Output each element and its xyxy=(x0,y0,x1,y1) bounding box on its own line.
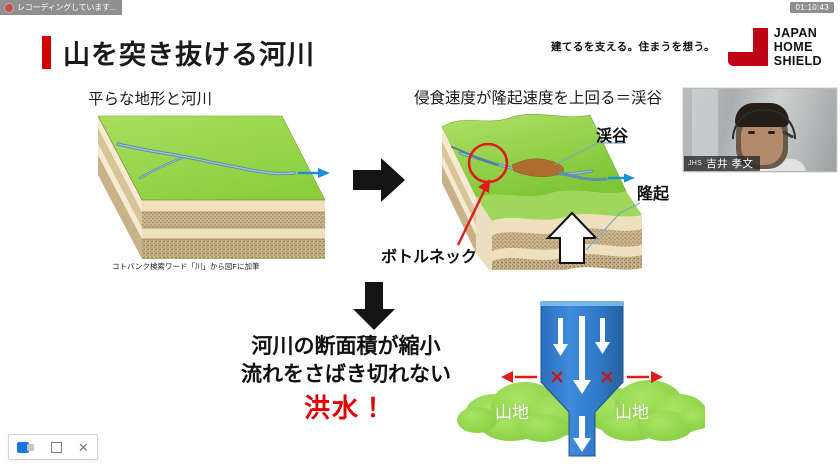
left-figure-source-note: コトバンク検索ワード「川」から図Fに加筆 xyxy=(112,262,260,271)
valley-leader-line xyxy=(553,142,599,166)
jhs-logo-icon xyxy=(727,28,768,66)
flow-arrow-icon-right xyxy=(608,173,635,183)
brand-logo: JAPAN HOME SHIELD xyxy=(727,26,822,68)
conclusion-line-1: 河川の断面積が縮小 xyxy=(251,335,441,358)
stop-square-icon[interactable] xyxy=(50,441,62,453)
recording-indicator: レコーディングしています... xyxy=(0,0,122,15)
camera-icon[interactable] xyxy=(17,441,35,453)
annotation-valley: 渓谷 xyxy=(596,128,629,145)
conclusion-message: 河川の断面積が縮小 流れをさばき切れない 洪水！ xyxy=(226,333,466,425)
page-title: 山を突き抜ける河川 xyxy=(42,33,315,72)
overflow-arrow-right xyxy=(627,371,663,383)
left-figure-caption: 平らな地形と河川 xyxy=(88,91,213,108)
participant-name-badge: JHS 吉井 孝文 xyxy=(684,156,760,171)
bottleneck-pointer-arrow xyxy=(456,179,490,246)
brand-tagline: 建てるを支える。住まうを想う。 xyxy=(550,41,715,53)
funnel-diagram: 山地 山地 xyxy=(455,288,705,468)
participant-eye-right xyxy=(768,131,775,134)
record-dot-icon xyxy=(4,2,14,13)
blocked-marks xyxy=(551,371,613,383)
overflow-arrow-left xyxy=(501,371,537,383)
title-text: 山を突き抜ける河川 xyxy=(63,40,315,70)
participant-org: JHS xyxy=(688,160,703,167)
uplift-leader-line xyxy=(585,212,621,251)
mountain-cloud-left xyxy=(457,382,585,442)
participant-name: 吉井 孝文 xyxy=(706,158,754,170)
right-figure-caption: 侵食速度が隆起速度を上回る＝渓谷 xyxy=(414,90,663,107)
uplift-arrow-icon xyxy=(545,211,599,264)
meeting-toolbar[interactable]: ✕ xyxy=(8,434,98,460)
logo-line-2: HOME xyxy=(773,40,813,54)
video-tile[interactable]: JHS 吉井 孝文 xyxy=(683,88,837,172)
title-accent-bar xyxy=(42,36,51,69)
mountain-label-right: 山地 xyxy=(615,403,649,422)
annotation-bottleneck: ボトルネック xyxy=(381,249,478,266)
close-icon[interactable]: ✕ xyxy=(77,439,89,455)
logo-line-3: SHIELD xyxy=(773,54,822,68)
flow-arrow-icon xyxy=(298,168,330,178)
arrow-right-icon xyxy=(353,158,405,207)
annotation-uplift: 隆起 xyxy=(637,186,670,203)
brand-logo-text: JAPAN HOME SHIELD xyxy=(774,26,822,68)
logo-line-1: JAPAN xyxy=(773,26,818,40)
conclusion-line-2: 流れをさばき切れない xyxy=(241,363,451,387)
recording-label: レコーディングしています... xyxy=(17,3,116,12)
right-terrain-block-diagram xyxy=(420,105,680,270)
left-terrain-block-diagram xyxy=(70,108,340,263)
arrow-down-icon xyxy=(352,282,396,335)
flood-callout: 洪水！ xyxy=(303,392,388,423)
flow-arrows xyxy=(553,316,610,452)
participant-eye-left xyxy=(748,131,755,134)
mountain-label-left: 山地 xyxy=(495,403,529,422)
recording-timer: 01:10:43 xyxy=(790,2,834,13)
